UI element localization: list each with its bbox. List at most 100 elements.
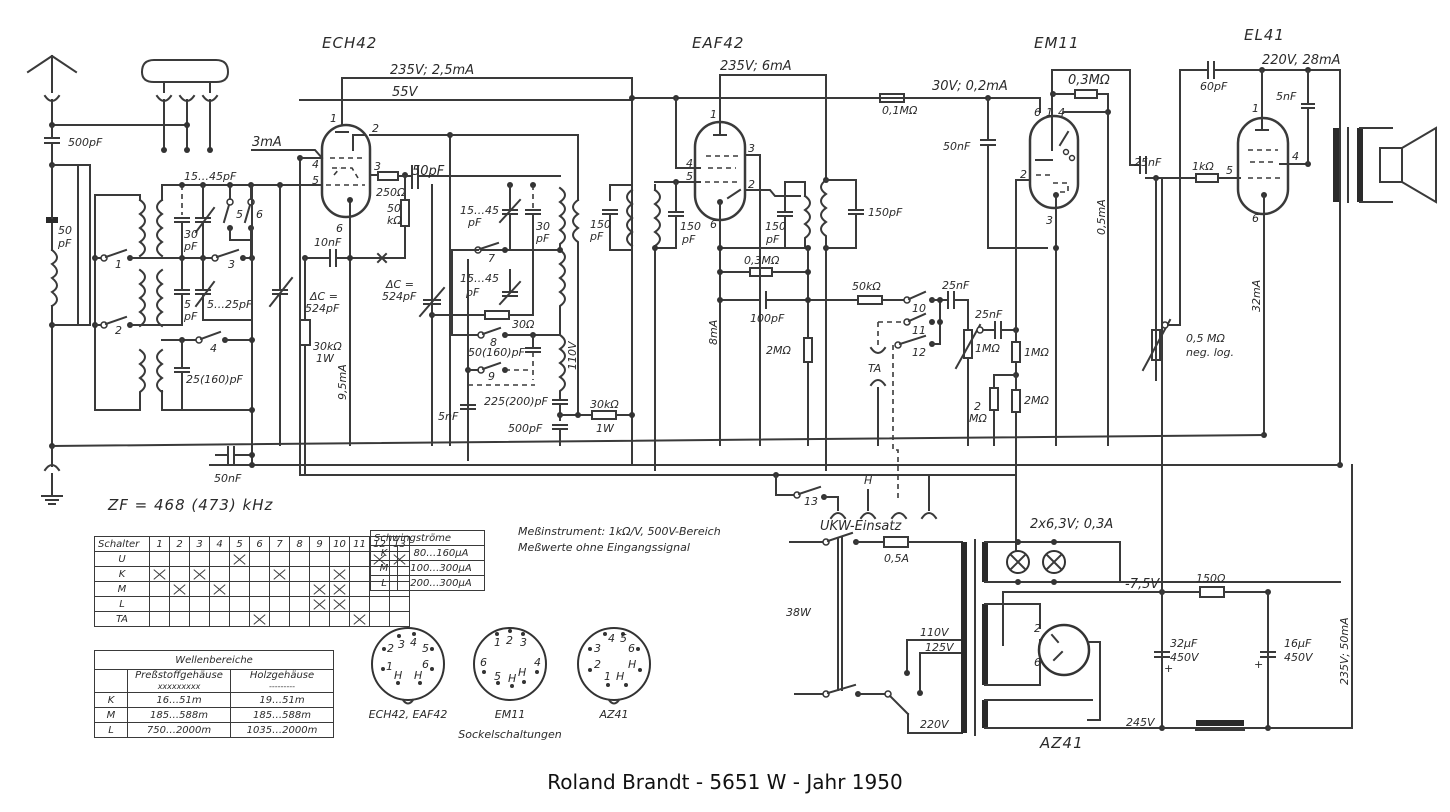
- switch-cell: [269, 596, 290, 612]
- switch-closed-mark: [249, 611, 270, 627]
- switch-4-label: 4: [210, 342, 217, 355]
- switch-cell: [189, 551, 210, 567]
- empty-cell: [94, 669, 128, 693]
- label-c-5nf-out: 5nF: [1276, 90, 1297, 103]
- tube-sockets: 1 2 3 4 5 6 H H 1 2 3 4 5 6 H H 1 2 3: [371, 627, 651, 705]
- heater-h-label: H: [864, 474, 872, 487]
- measurement-note: Meßinstrument: 1kΩ/V, 500V-Bereich Meßwe…: [518, 524, 721, 556]
- label-dc1-value: 524pF: [305, 302, 340, 315]
- tube-az41-label: AZ41: [1039, 734, 1084, 752]
- eaf42-pin4: 4: [686, 157, 693, 170]
- label-c-50pf-osc: 50pF: [412, 164, 445, 179]
- switch-column-header: 6: [249, 536, 270, 552]
- ech42-pin2: 2: [372, 122, 379, 135]
- col-press-label: Preßstoffgehäuse: [135, 670, 223, 681]
- socket2-pinH2: H: [518, 666, 526, 679]
- switch-10-label: 10: [912, 302, 926, 315]
- el41-anode-voltage: 220V, 28mA: [1262, 53, 1341, 68]
- socket3-pinH1: H: [628, 658, 636, 671]
- el41-pin1: 1: [1252, 102, 1259, 115]
- socket2-pinH1: H: [508, 672, 516, 685]
- switch-column-header: 11: [349, 536, 370, 552]
- label-c-5pf: 5: [184, 298, 191, 311]
- ech42-anode-voltage: 235V; 2,5mA: [390, 63, 474, 78]
- label-c-25-160pf: 25(160)pF: [186, 373, 244, 386]
- switch-cell: [149, 611, 170, 627]
- tube-el41-label: EL41: [1244, 26, 1285, 44]
- col-press-marker: xxxxxxxxx: [157, 682, 201, 691]
- socket-ech42-eaf42: 1 2 3 4 5 6 H H: [371, 627, 445, 705]
- ground-icon: [41, 445, 63, 505]
- caption: Roland Brandt - 5651 W - Jahr 1950: [547, 770, 903, 794]
- label-r-50k-vol: 50kΩ: [852, 280, 881, 293]
- switch-cell: [329, 551, 350, 567]
- label-r-2m-b: 2: [974, 400, 981, 413]
- power-supply: 0,5A 38W 220V 110V 125V 2x6,3V; 0,3A -7,…: [786, 177, 1353, 752]
- switch-cell: [349, 581, 370, 597]
- label-r-2m: 2MΩ: [766, 344, 791, 357]
- socket1-pin6: 6: [422, 658, 429, 671]
- switch-closed-mark: [309, 581, 330, 597]
- press-cell: 185…588m: [127, 707, 231, 723]
- el41-pin4: 4: [1292, 150, 1299, 163]
- switches-10-12: 10 11 12 25nF TA: [868, 279, 970, 500]
- label-c-500pf: 500pF: [508, 422, 543, 435]
- em11-supply-voltage: 30V; 0,2mA: [932, 79, 1008, 94]
- switch-cell: [149, 551, 170, 567]
- eaf42-pin1: 1: [710, 108, 717, 121]
- mains-125v-label: 125V: [925, 641, 955, 654]
- mains-110v-label: 110V: [920, 626, 950, 639]
- value-cell: 100…300µA: [397, 560, 485, 576]
- label-r-30k-2: 30kΩ: [590, 398, 619, 411]
- output-transformer: [1333, 126, 1437, 468]
- osc-current-label: 3mA: [252, 135, 282, 150]
- table-row: M: [94, 581, 410, 597]
- label-r-2m-b-unit: MΩ: [969, 412, 987, 425]
- socket1-pinH1: H: [394, 669, 402, 682]
- em11-pin4: 4: [1058, 106, 1065, 119]
- ta-label: TA: [868, 362, 881, 375]
- switch-cell: [309, 551, 330, 567]
- socket3-pin3: 3: [594, 642, 601, 655]
- socket1-pin1: 1: [386, 660, 393, 673]
- socket1-pin3: 3: [398, 638, 405, 651]
- switch-cell: [229, 581, 250, 597]
- label-r-0-3m-em11: 0,3MΩ: [1068, 73, 1110, 88]
- socket1-label: ECH42, EAF42: [368, 708, 448, 721]
- label-c-if2-unit: pF: [681, 233, 696, 246]
- switch-cell: [209, 566, 230, 582]
- label-c-if3: 150: [765, 220, 786, 233]
- switch-cell: [289, 566, 310, 582]
- label-osc-trim1-unit: pF: [467, 216, 482, 229]
- switch-cell: [309, 611, 330, 627]
- label-r-0-1m: 0,1MΩ: [882, 104, 918, 117]
- switch-cell: [169, 596, 190, 612]
- ukw-einsatz-label: UKW-Einsatz: [820, 519, 902, 534]
- socket1-pin4: 4: [410, 636, 417, 649]
- switch-closed-mark: [329, 566, 350, 582]
- el41-tube: EL41 25nF 1kΩ 5 0,5 MΩ neg. log. 60pF 22…: [1129, 26, 1341, 438]
- ech42-pin6: 6: [336, 222, 343, 235]
- switch-12-label: 12: [912, 346, 926, 359]
- label-r-30k-2-watts: 1W: [596, 422, 615, 435]
- value-cell: 200…300µA: [397, 575, 485, 591]
- em11-pin2: 2: [1020, 168, 1027, 181]
- switch-closed-mark: [329, 596, 350, 612]
- socket1-pin2: 2: [387, 642, 394, 655]
- label-r-30: 30Ω: [512, 318, 535, 331]
- label-c-30pf: 30: [184, 228, 198, 241]
- eaf42-pin2: 2: [748, 178, 755, 191]
- socket3-pin5: 5: [620, 632, 627, 645]
- label-c-ant: 500pF: [68, 136, 103, 149]
- band-cell: K: [94, 566, 150, 582]
- label-dc1: ΔC =: [309, 290, 338, 303]
- switch-column-header: 1: [149, 536, 170, 552]
- switch-7-label: 7: [488, 252, 495, 265]
- socket2-pin2: 2: [506, 634, 513, 647]
